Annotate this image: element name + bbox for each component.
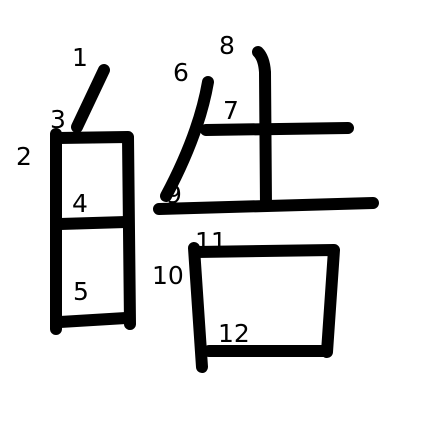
- stroke-8: [252, 46, 272, 212]
- stroke-number-11: 11: [195, 227, 227, 256]
- stroke-5: [54, 312, 132, 328]
- stroke-number-3: 3: [50, 105, 66, 134]
- stroke-number-2: 2: [16, 142, 32, 171]
- character-strokes: [50, 46, 379, 373]
- stroke-9: [153, 197, 379, 215]
- stroke-11: [190, 244, 340, 358]
- stroke-number-6: 6: [173, 58, 189, 87]
- stroke-number-12: 12: [218, 319, 250, 348]
- stroke-4: [54, 216, 132, 230]
- stroke-10: [188, 242, 208, 373]
- stroke-number-labels: 1 2 3 4 5 6 7 8 9 10 11 12: [16, 31, 250, 348]
- stroke-number-7: 7: [223, 96, 239, 125]
- stroke-1: [71, 64, 110, 133]
- stroke-number-8: 8: [219, 31, 235, 60]
- stroke-number-10: 10: [152, 261, 184, 290]
- stroke-number-9: 9: [166, 180, 182, 209]
- stroke-number-1: 1: [72, 43, 88, 72]
- stroke-number-4: 4: [72, 189, 88, 218]
- stroke-7: [200, 122, 354, 136]
- stroke-3: [52, 131, 136, 330]
- stroke-number-5: 5: [73, 277, 89, 306]
- stroke-6: [160, 76, 214, 202]
